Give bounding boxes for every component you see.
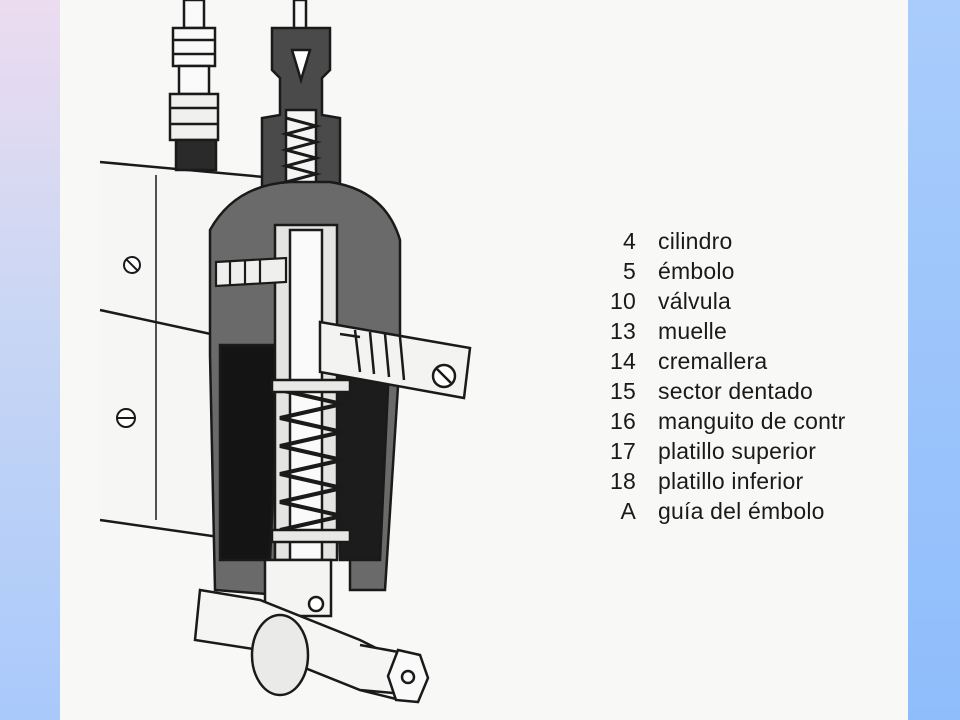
screw-icon (116, 408, 136, 428)
legend-number: 15 (610, 378, 636, 404)
legend-number: 10 (610, 288, 636, 314)
nut-icon (386, 648, 430, 704)
legend-label: cremallera (658, 348, 768, 374)
control-rack (318, 320, 472, 400)
legend-number: 4 (623, 228, 636, 254)
legend-label: muelle (658, 318, 727, 344)
legend-label: platillo superior (658, 438, 817, 464)
legend-label: guía del émbolo (658, 498, 825, 524)
legend-label: manguito de contr (658, 408, 846, 434)
legend-label: sector dentado (658, 378, 813, 404)
pump-illustration (60, 0, 908, 720)
legend-number: 16 (610, 408, 636, 434)
legend-label: platillo inferior (658, 468, 804, 494)
bolt-icon (214, 256, 288, 288)
right-decorative-band (908, 0, 960, 720)
spring-icon (279, 388, 343, 532)
legend-number: 13 (610, 318, 636, 344)
legend-number: 14 (610, 348, 636, 374)
legend-label: émbolo (658, 258, 735, 284)
parts-legend: 4 cilindro 5 émbolo 10 válvula 13 muelle… (596, 228, 908, 538)
legend-label: cilindro (658, 228, 733, 254)
cutaway-drawing (99, 0, 472, 704)
legend-number: 17 (610, 438, 636, 464)
left-decorative-band (0, 0, 60, 720)
legend-label: válvula (658, 288, 731, 314)
spring-seat (270, 378, 352, 544)
legend-number: A (620, 498, 636, 524)
delivery-fitting (168, 0, 220, 172)
screw-icon (123, 256, 141, 274)
legend-number: 5 (623, 258, 636, 284)
legend-number: 18 (610, 468, 636, 494)
